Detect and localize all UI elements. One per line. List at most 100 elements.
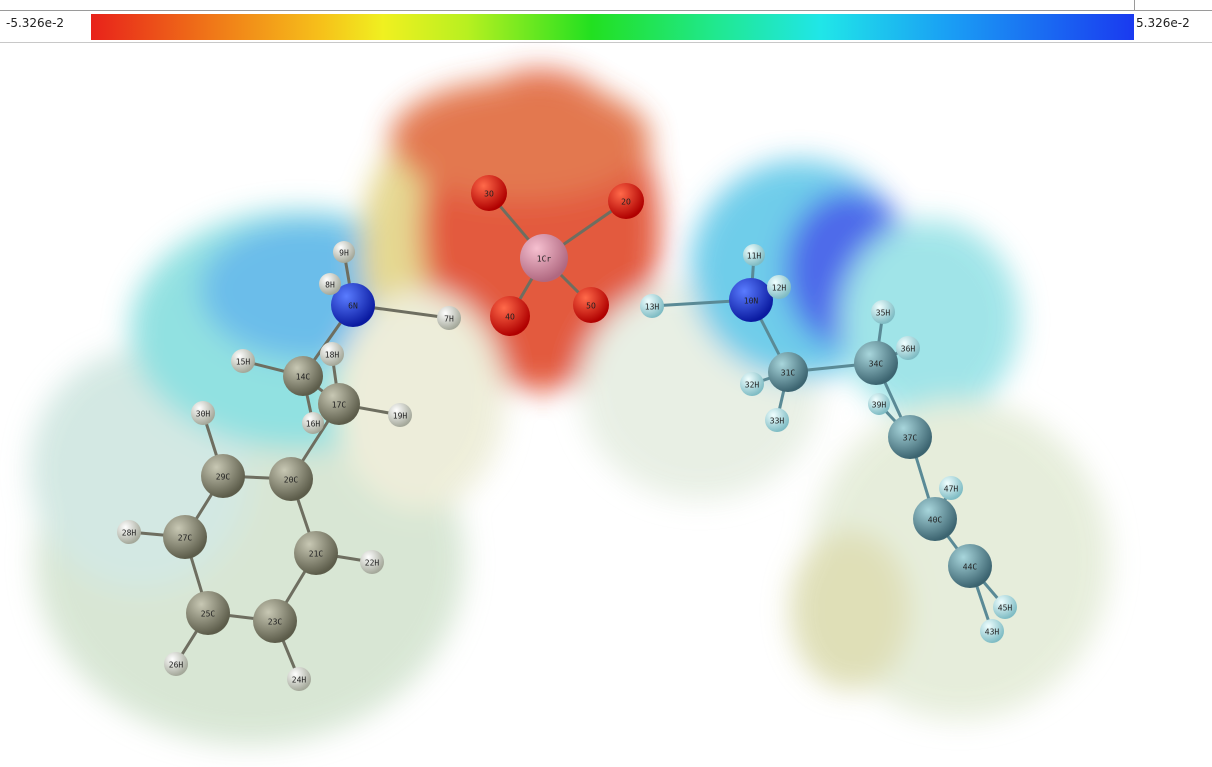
atom-11h[interactable]: 11H xyxy=(743,244,765,266)
atom-sphere[interactable] xyxy=(331,283,375,327)
atom-25c[interactable]: 25C xyxy=(186,591,230,635)
scale-max-label: 5.326e-2 xyxy=(1136,16,1190,30)
atom-34c[interactable]: 34C xyxy=(854,341,898,385)
atom-19h[interactable]: 19H xyxy=(388,403,412,427)
atom-sphere[interactable] xyxy=(163,515,207,559)
atom-32h[interactable]: 32H xyxy=(740,372,764,396)
atom-sphere[interactable] xyxy=(868,393,890,415)
atom-30h[interactable]: 30H xyxy=(191,401,215,425)
atom-sphere[interactable] xyxy=(283,356,323,396)
atom-sphere[interactable] xyxy=(888,415,932,459)
atom-13h[interactable]: 13H xyxy=(640,294,664,318)
atom-43h[interactable]: 43H xyxy=(980,619,1004,643)
atom-28h[interactable]: 28H xyxy=(117,520,141,544)
atom-35h[interactable]: 35H xyxy=(871,300,895,324)
atom-15h[interactable]: 15H xyxy=(231,349,255,373)
atom-sphere[interactable] xyxy=(319,273,341,295)
atom-sphere[interactable] xyxy=(360,550,384,574)
atom-21c[interactable]: 21C xyxy=(294,531,338,575)
atom-label: 44C xyxy=(963,563,978,572)
color-scale-bar xyxy=(91,14,1134,40)
atom-17c[interactable]: 17C xyxy=(318,383,360,425)
atom-10n[interactable]: 10N xyxy=(729,278,773,322)
atom-18h[interactable]: 18H xyxy=(320,342,344,366)
atom-29c[interactable]: 29C xyxy=(201,454,245,498)
atom-39h[interactable]: 39H xyxy=(868,393,890,415)
atom-sphere[interactable] xyxy=(608,183,644,219)
atom-sphere[interactable] xyxy=(980,619,1004,643)
atom-5o[interactable]: 5O xyxy=(573,287,609,323)
atom-sphere[interactable] xyxy=(231,349,255,373)
atom-layer: 1Cr 2O 3O 4O 5O 6N 7H 8H 9H 10N 11H 12H 13H 14C 15H 16H… xyxy=(117,175,1017,691)
atom-sphere[interactable] xyxy=(871,300,895,324)
atom-sphere[interactable] xyxy=(743,244,765,266)
atom-24h[interactable]: 24H xyxy=(287,667,311,691)
atom-sphere[interactable] xyxy=(765,408,789,432)
atom-label: 1Cr xyxy=(537,255,552,264)
atom-sphere[interactable] xyxy=(767,275,791,299)
atom-sphere[interactable] xyxy=(740,372,764,396)
atom-3o[interactable]: 3O xyxy=(471,175,507,211)
atom-sphere[interactable] xyxy=(294,531,338,575)
atom-sphere[interactable] xyxy=(388,403,412,427)
atom-sphere[interactable] xyxy=(318,383,360,425)
atom-31c[interactable]: 31C xyxy=(768,352,808,392)
atom-sphere[interactable] xyxy=(768,352,808,392)
atom-12h[interactable]: 12H xyxy=(767,275,791,299)
atom-9h[interactable]: 9H xyxy=(333,241,355,263)
atom-27c[interactable]: 27C xyxy=(163,515,207,559)
atom-sphere[interactable] xyxy=(948,544,992,588)
atom-sphere[interactable] xyxy=(854,341,898,385)
atom-sphere[interactable] xyxy=(640,294,664,318)
atom-sphere[interactable] xyxy=(191,401,215,425)
atom-sphere[interactable] xyxy=(201,454,245,498)
atom-sphere[interactable] xyxy=(913,497,957,541)
atom-26h[interactable]: 26H xyxy=(164,652,188,676)
atom-2o[interactable]: 2O xyxy=(608,183,644,219)
atom-sphere[interactable] xyxy=(437,306,461,330)
atom-22h[interactable]: 22H xyxy=(360,550,384,574)
atom-label: 32H xyxy=(745,381,760,390)
atom-sphere[interactable] xyxy=(993,595,1017,619)
atom-label: 35H xyxy=(876,309,891,318)
atom-label: 33H xyxy=(770,417,785,426)
atom-36h[interactable]: 36H xyxy=(896,336,920,360)
atom-sphere[interactable] xyxy=(896,336,920,360)
atom-sphere[interactable] xyxy=(164,652,188,676)
atom-8h[interactable]: 8H xyxy=(319,273,341,295)
atom-sphere[interactable] xyxy=(302,412,324,434)
atom-sphere[interactable] xyxy=(573,287,609,323)
atom-45h[interactable]: 45H xyxy=(993,595,1017,619)
atom-4o[interactable]: 4O xyxy=(490,296,530,336)
atom-label: 21C xyxy=(309,550,324,559)
atom-sphere[interactable] xyxy=(320,342,344,366)
atom-40c[interactable]: 40C xyxy=(913,497,957,541)
atom-1cr[interactable]: 1Cr xyxy=(520,234,568,282)
atom-sphere[interactable] xyxy=(729,278,773,322)
atom-23c[interactable]: 23C xyxy=(253,599,297,643)
atom-sphere[interactable] xyxy=(269,457,313,501)
atom-sphere[interactable] xyxy=(471,175,507,211)
atom-sphere[interactable] xyxy=(333,241,355,263)
atom-6n[interactable]: 6N xyxy=(331,283,375,327)
atom-sphere[interactable] xyxy=(287,667,311,691)
atom-label: 31C xyxy=(781,369,796,378)
atom-7h[interactable]: 7H xyxy=(437,306,461,330)
atom-sphere[interactable] xyxy=(520,234,568,282)
atom-47h[interactable]: 47H xyxy=(939,476,963,500)
atom-37c[interactable]: 37C xyxy=(888,415,932,459)
atom-44c[interactable]: 44C xyxy=(948,544,992,588)
atom-20c[interactable]: 20C xyxy=(269,457,313,501)
atom-sphere[interactable] xyxy=(117,520,141,544)
atom-label: 4O xyxy=(505,313,515,322)
atom-sphere[interactable] xyxy=(186,591,230,635)
atom-14c[interactable]: 14C xyxy=(283,356,323,396)
atom-sphere[interactable] xyxy=(939,476,963,500)
atom-label: 27C xyxy=(178,534,193,543)
atom-sphere[interactable] xyxy=(490,296,530,336)
atom-label: 11H xyxy=(747,252,762,261)
atom-16h[interactable]: 16H xyxy=(302,412,324,434)
atom-sphere[interactable] xyxy=(253,599,297,643)
atom-33h[interactable]: 33H xyxy=(765,408,789,432)
